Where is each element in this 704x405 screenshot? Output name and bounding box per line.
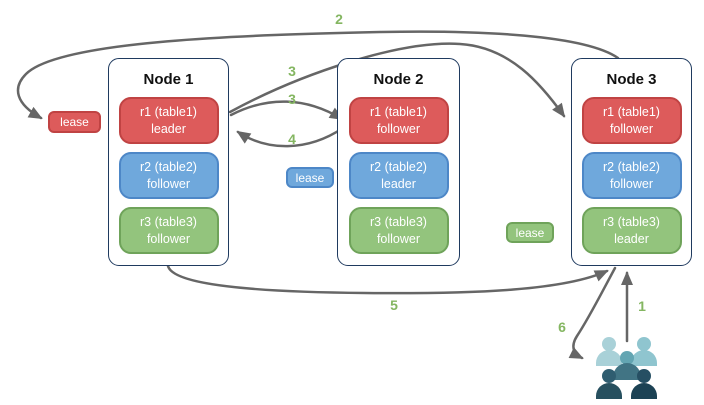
replica-name: r3 (table3)	[140, 215, 197, 230]
step-label-5: 5	[390, 297, 398, 313]
arrow-step-3-to-node2	[229, 100, 344, 121]
replica-role: follower	[609, 121, 654, 136]
arrow-step-2	[16, 30, 620, 120]
replica-role: leader	[614, 231, 649, 246]
node-3-replica-r2: r2 (table2) follower	[581, 152, 682, 199]
replica-role: follower	[376, 231, 421, 246]
step-label-3-lower: 3	[288, 91, 296, 107]
replica-role: follower	[609, 176, 654, 191]
replica-role: leader	[381, 176, 416, 191]
node-2: Node 2 r1 (table1) follower r2 (table2) …	[337, 58, 460, 266]
replica-role: leader	[151, 121, 186, 136]
node-2-title: Node 2	[373, 71, 424, 88]
step-label-6: 6	[558, 319, 566, 335]
replica-name: r2 (table2)	[603, 160, 660, 175]
node-3-replica-r1: r1 (table1) follower	[581, 97, 682, 144]
replica-name: r1 (table1)	[370, 105, 427, 120]
node-1-replica-r1: r1 (table1) leader	[118, 97, 219, 144]
node-3-title: Node 3	[606, 71, 657, 88]
arrow-step-4	[236, 126, 345, 148]
node-2-replica-r2: r2 (table2) leader	[348, 152, 449, 199]
replica-role: follower	[376, 121, 421, 136]
replica-name: r3 (table3)	[370, 215, 427, 230]
lease-badge-blue: lease	[286, 167, 334, 188]
node-1-replica-r2: r2 (table2) follower	[118, 152, 219, 199]
node-2-replica-r3: r3 (table3) follower	[348, 207, 449, 254]
lease-badge-red: lease	[48, 111, 101, 133]
node-3: Node 3 r1 (table1) follower r2 (table2) …	[571, 58, 692, 266]
step-label-1: 1	[638, 298, 646, 314]
node-1-replica-r3: r3 (table3) follower	[118, 207, 219, 254]
replica-name: r1 (table1)	[603, 105, 660, 120]
node-2-replica-r1: r1 (table1) follower	[348, 97, 449, 144]
step-label-4: 4	[288, 131, 296, 147]
node-3-replica-r3: r3 (table3) leader	[581, 207, 682, 254]
node-1-title: Node 1	[143, 71, 194, 88]
replica-role: follower	[146, 231, 191, 246]
node-1: Node 1 r1 (table1) leader r2 (table2) fo…	[108, 58, 229, 266]
replica-name: r2 (table2)	[370, 160, 427, 175]
users-group-icon	[596, 337, 657, 399]
step-label-3-upper: 3	[288, 63, 296, 79]
lease-badge-green: lease	[506, 222, 554, 243]
arrow-step-3-to-node3	[228, 42, 566, 118]
arrow-step-6	[568, 266, 617, 360]
replica-name: r3 (table3)	[603, 215, 660, 230]
step-label-2: 2	[335, 11, 343, 27]
arrow-step-5	[166, 264, 609, 295]
replica-name: r2 (table2)	[140, 160, 197, 175]
replica-name: r1 (table1)	[140, 105, 197, 120]
replica-role: follower	[146, 176, 191, 191]
